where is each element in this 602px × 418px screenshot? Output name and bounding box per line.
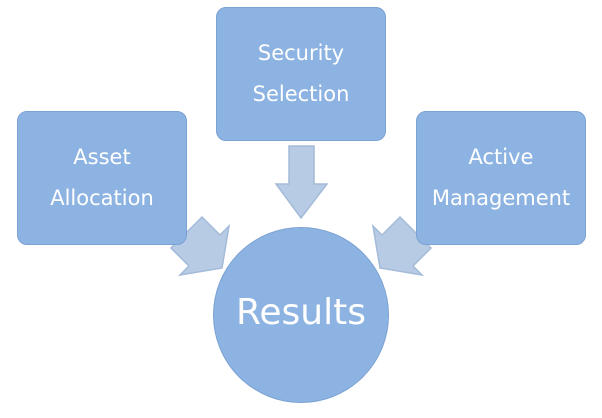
node-active-management-line1: Active — [468, 145, 534, 169]
arrow-asset-to-results — [169, 215, 231, 277]
node-asset-allocation: Asset Allocation — [17, 111, 187, 245]
node-security-selection-line1: Security — [257, 41, 345, 65]
arrow-security-to-results — [274, 145, 329, 220]
arrow-active-to-results — [371, 215, 433, 277]
node-asset-allocation-line2: Allocation — [50, 186, 154, 210]
node-security-selection-line2: Selection — [252, 82, 350, 106]
node-security-selection: Security Selection — [216, 7, 386, 141]
node-active-management-line2: Management — [431, 186, 571, 210]
node-results-label: Results — [236, 291, 366, 333]
node-asset-allocation-line1: Asset — [73, 145, 131, 169]
node-results: Results — [213, 227, 389, 403]
node-active-management: Active Management — [416, 111, 586, 245]
